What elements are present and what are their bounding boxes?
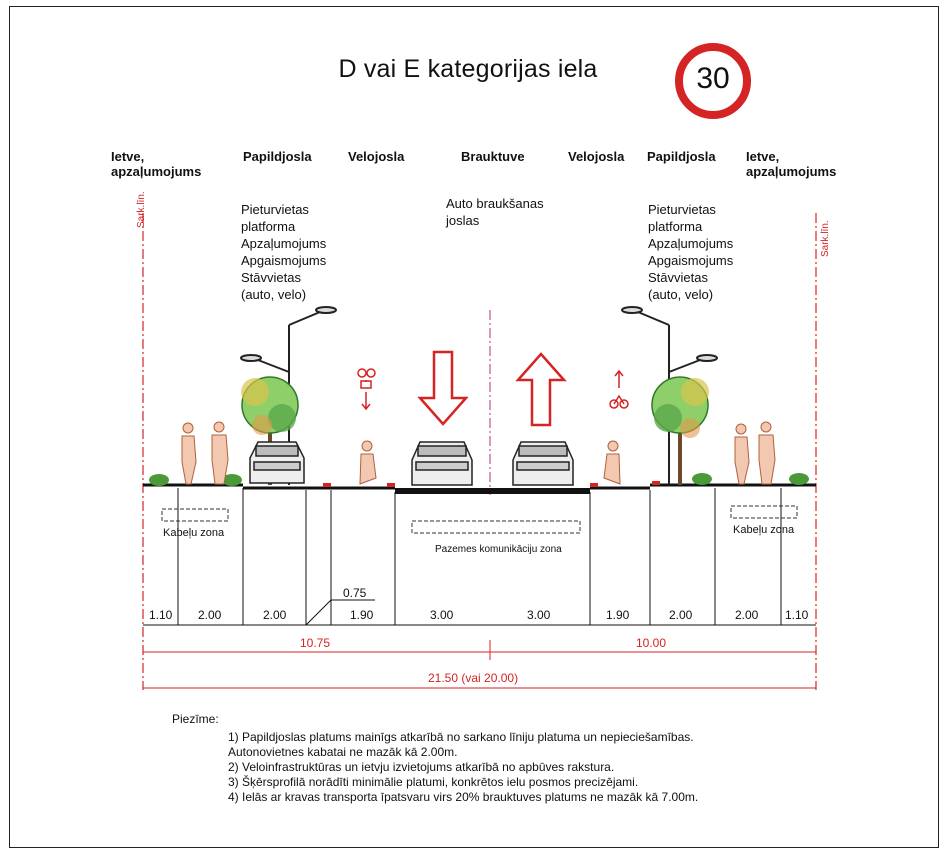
speed-limit-sign: 30 xyxy=(674,42,752,120)
header-right-extra-lane: Papildjosla xyxy=(647,149,716,164)
desc-line: Auto braukšanas xyxy=(446,196,544,211)
desc-left-extra: Pieturvietas platforma Apzaļumojums Apga… xyxy=(241,201,326,303)
width-label: 2.00 xyxy=(198,608,222,622)
car-left-lane-icon xyxy=(411,441,473,486)
division-lines xyxy=(177,488,782,625)
width-label: 2.00 xyxy=(263,608,287,622)
cable-zone-right-label: Kabeļu zona xyxy=(733,524,795,536)
drawing-frame xyxy=(9,6,939,848)
width-label: 1.10 xyxy=(785,608,809,622)
speed-limit-value: 30 xyxy=(696,62,730,95)
desc-line: Apgaismojums xyxy=(241,253,327,268)
desc-line: (auto, velo) xyxy=(648,287,714,302)
header-carriageway: Brauktuve xyxy=(461,149,525,164)
width-label: 0.75 xyxy=(343,586,367,600)
pedestrian-icons xyxy=(181,421,776,485)
tree-right-icon xyxy=(651,376,709,485)
width-label: 1.90 xyxy=(350,608,374,622)
note-item: 3) Šķērsprofilā norādīti minimālie platu… xyxy=(228,775,639,789)
total-width: 21.50 (vai 20.00) xyxy=(428,671,519,685)
right-half-width: 10.00 xyxy=(636,636,667,650)
width-label: 1.90 xyxy=(606,608,630,622)
bike-lane-symbol-left-icon xyxy=(357,368,376,411)
width-label: 2.00 xyxy=(735,608,759,622)
cable-zone-right-box xyxy=(730,505,798,519)
width-label: 2.00 xyxy=(669,608,693,622)
note-item: 1) Papildjoslas platums mainīgs atkarībā… xyxy=(228,730,694,744)
width-label: 1.10 xyxy=(149,608,173,622)
bike-lane-symbol-right-icon xyxy=(609,369,629,409)
cable-zone-left-box xyxy=(161,508,229,522)
desc-line: (auto, velo) xyxy=(241,287,307,302)
tree-left-icon xyxy=(241,376,299,485)
width-label: 3.00 xyxy=(430,608,454,622)
header-left-extra-lane: Papildjosla xyxy=(243,149,312,164)
desc-line: platforma xyxy=(648,219,703,234)
desc-line: joslas xyxy=(446,213,480,228)
notes-list: 1) Papildjoslas platums mainīgs atkarībā… xyxy=(228,730,698,805)
desc-line: Pieturvietas xyxy=(241,202,309,217)
desc-line: Pieturvietas xyxy=(648,202,716,217)
desc-line: Apzaļumojums xyxy=(648,236,734,251)
desc-line: platforma xyxy=(241,219,296,234)
utility-zone-box xyxy=(411,520,581,534)
car-right-lane-icon xyxy=(512,441,574,486)
car-left-parked-icon xyxy=(249,441,305,484)
desc-line: Stāvvietas xyxy=(648,270,708,285)
desc-line: Stāvvietas xyxy=(241,270,301,285)
header-left-sidewalk: Ietve, apzaļumojums xyxy=(111,149,202,179)
desc-carriageway: Auto braukšanas joslas xyxy=(446,195,544,229)
bush-icons xyxy=(149,473,809,486)
width-label: 3.00 xyxy=(527,608,551,622)
notes-heading: Piezīme: xyxy=(172,712,219,726)
dimension-lines xyxy=(143,599,816,626)
note-item: Autonovietnes kabatai ne mazāk kā 2.00m. xyxy=(228,745,458,759)
header-left-bike-lane: Velojosla xyxy=(348,149,405,164)
header-right-sidewalk: Ietve, apzaļumojums xyxy=(746,149,837,179)
page-title: D vai E kategorijas iela xyxy=(338,55,598,83)
arrow-down-icon xyxy=(417,350,469,426)
total-dimension-lines xyxy=(143,640,816,689)
note-item: 4) Ielās ar kravas transporta īpatsvaru … xyxy=(228,790,699,804)
left-half-width: 10.75 xyxy=(300,636,331,650)
ground-surface xyxy=(143,481,816,494)
header-right-bike-lane: Velojosla xyxy=(568,149,625,164)
desc-right-extra: Pieturvietas platforma Apzaļumojums Apga… xyxy=(648,201,733,303)
utility-zone-label: Pazemes komunikāciju zona xyxy=(435,544,562,555)
speed-limit-icon xyxy=(675,43,751,119)
desc-line: Apgaismojums xyxy=(648,253,734,268)
arrow-up-icon xyxy=(515,352,567,427)
note-item: 2) Veloinfrastruktūras un ietvju izvieto… xyxy=(228,760,615,774)
desc-line: Apzaļumojums xyxy=(241,236,327,251)
cable-zone-left-label: Kabeļu zona xyxy=(163,527,225,539)
cyclist-icons xyxy=(359,440,621,485)
